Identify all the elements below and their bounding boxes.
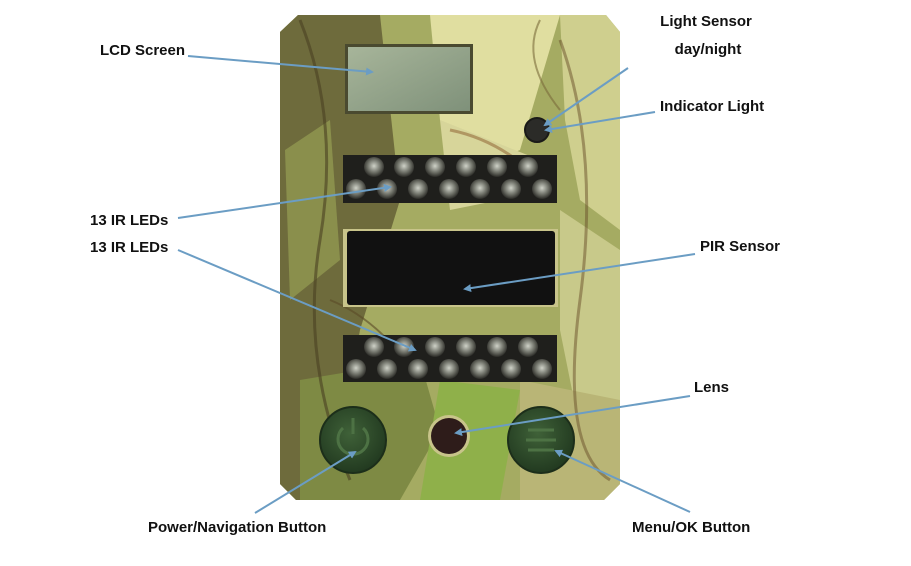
label-power-button: Power/Navigation Button: [148, 519, 327, 536]
ir-led: [439, 359, 459, 379]
label-ir-leds-upper: 13 IR LEDs: [90, 212, 169, 229]
ir-led: [518, 157, 538, 177]
lens: [428, 415, 470, 457]
lcd-screen: [348, 47, 470, 111]
menu-icon: [526, 428, 556, 452]
ir-led: [456, 157, 476, 177]
label-light-sensor-sub: day/night: [674, 41, 742, 58]
ir-led: [346, 359, 366, 379]
arrow-indicator: [544, 111, 656, 133]
arrow-ir-lower: [177, 249, 417, 352]
ir-leds-upper: [346, 157, 552, 199]
ir-led: [487, 157, 507, 177]
ir-leds-lower: [346, 337, 552, 379]
arrow-pir: [463, 253, 696, 293]
ir-led: [439, 179, 459, 199]
label-ir-leds-lower: 13 IR LEDs: [90, 239, 169, 256]
ir-led: [364, 157, 384, 177]
ir-led: [346, 179, 366, 199]
label-indicator-light: Indicator Light: [660, 98, 765, 115]
callout-arrows: [177, 55, 696, 514]
ir-led: [364, 337, 384, 357]
ir-led: [456, 337, 476, 357]
arrow-menu: [554, 449, 691, 513]
ir-led: [377, 359, 397, 379]
label-light-sensor: Light Sensor: [660, 13, 752, 30]
arrow-lens: [454, 395, 691, 437]
label-lcd-screen: LCD Screen: [100, 42, 186, 59]
ir-led: [501, 179, 521, 199]
ir-led: [394, 157, 414, 177]
arrow-light-sensor: [543, 67, 629, 127]
ir-led: [487, 337, 507, 357]
arrow-power: [254, 450, 357, 514]
ir-led: [425, 337, 445, 357]
ir-led: [501, 359, 521, 379]
ir-led: [394, 337, 414, 357]
ir-led: [470, 179, 490, 199]
ir-led: [408, 179, 428, 199]
pir-sensor-window: [347, 231, 555, 305]
ir-led: [532, 179, 552, 199]
ir-led: [425, 157, 445, 177]
label-menu-button: Menu/OK Button: [632, 519, 751, 536]
ir-led: [408, 359, 428, 379]
label-lens: Lens: [694, 379, 730, 396]
arrow-lcd: [187, 55, 374, 76]
ir-led: [532, 359, 552, 379]
power-button[interactable]: [319, 406, 387, 474]
arrow-ir-upper: [177, 183, 392, 219]
ir-led: [470, 359, 490, 379]
label-pir-sensor: PIR Sensor: [700, 238, 781, 255]
ir-led: [518, 337, 538, 357]
light-sensor-indicator: [524, 117, 550, 143]
